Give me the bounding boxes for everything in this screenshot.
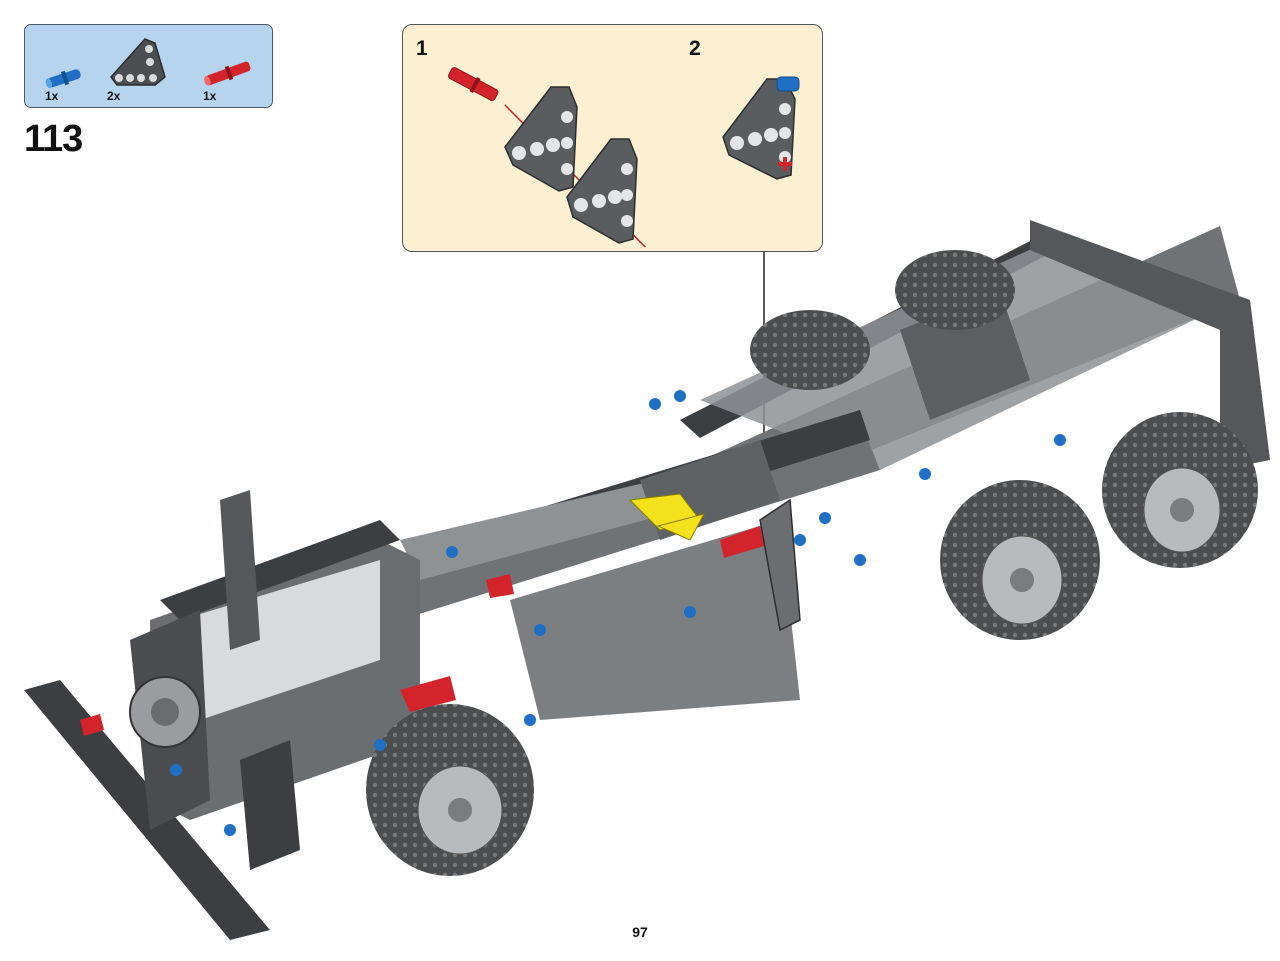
- qty-red-axle-pin: 1x: [203, 89, 217, 103]
- qty-blue-pin: 1x: [45, 89, 59, 103]
- triangle-liftarm-icon: [110, 38, 166, 86]
- parts-list-box: 1x 2x 1x: [24, 24, 273, 108]
- sub-step-1-illustration: [448, 67, 647, 247]
- sub-assembly-callout: 1 2: [402, 24, 823, 252]
- front-frame: [24, 490, 420, 940]
- qty-triangle-liftarm: 2x: [107, 89, 121, 103]
- sub-step-number-1: 1: [416, 37, 428, 60]
- front-wheel: [366, 704, 534, 876]
- rear-wheel-far-1: [750, 310, 870, 390]
- blue-pin-icon: [45, 69, 81, 89]
- step-number: 113: [24, 118, 83, 160]
- page-number: 97: [632, 924, 648, 940]
- rear-wheel-near-2: [1102, 412, 1258, 568]
- middle-frame: [380, 410, 880, 720]
- rear-wheel-near-1: [940, 480, 1100, 640]
- sub-step-number-2: 2: [689, 37, 701, 60]
- blue-pins: [170, 390, 1066, 836]
- rear-wheel-far-2: [895, 250, 1015, 330]
- red-axle-pin-icon: [204, 61, 251, 86]
- sub-step-2-illustration: [722, 76, 800, 180]
